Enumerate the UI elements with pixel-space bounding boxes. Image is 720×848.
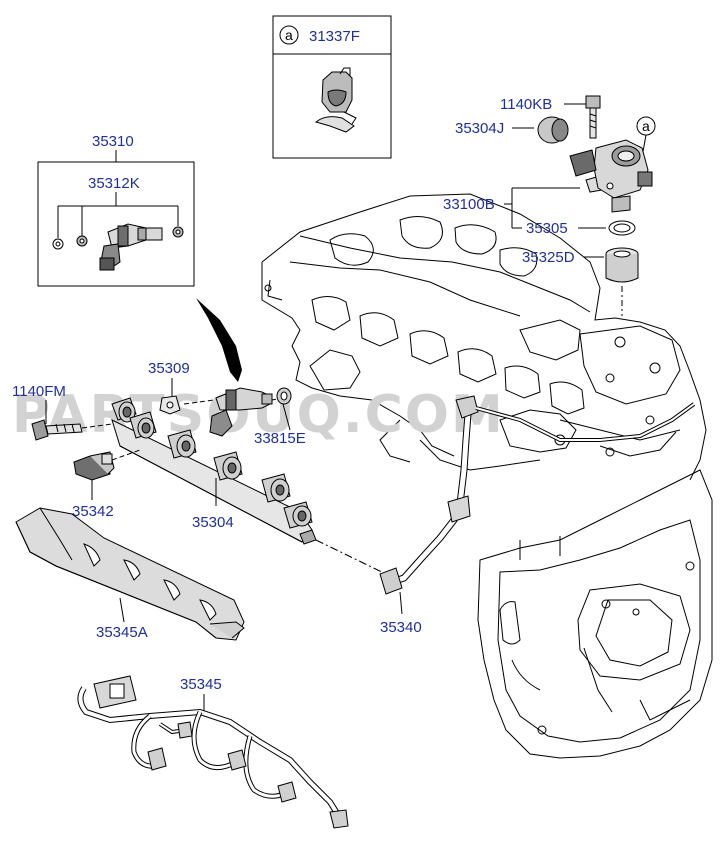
circle-a-box-label: a [285, 27, 293, 43]
part-label-35305[interactable]: 35305 [526, 220, 568, 237]
part-label-35345[interactable]: 35345 [180, 676, 222, 693]
o-ring-35305 [608, 220, 636, 236]
fuel-rail-35304 [111, 397, 317, 545]
part-label-31337F[interactable]: 31337F [309, 28, 360, 45]
part-label-35342[interactable]: 35342 [72, 503, 114, 520]
bolt-1140FM [31, 419, 83, 441]
tappet-35325D [605, 247, 639, 283]
part-label-33100B[interactable]: 33100B [443, 196, 495, 213]
circle-a-pump-label: a [642, 118, 650, 134]
callout-box-31337F: a 31337F [272, 15, 392, 159]
wiring-harness-35345 [77, 686, 343, 820]
part-label-35340[interactable]: 35340 [380, 619, 422, 636]
fuel-injector-installed [209, 387, 283, 437]
bolt-1140KB [585, 95, 601, 139]
fuel-injector-part [99, 223, 163, 271]
part-label-35310[interactable]: 35310 [92, 133, 134, 150]
direction-pointer-arrow [196, 298, 242, 382]
part-label-1140FM[interactable]: 1140FM [12, 383, 66, 400]
part-label-35345A[interactable]: 35345A [96, 624, 148, 641]
clip-bracket-part [314, 67, 357, 133]
injector-seal-rings [52, 226, 184, 250]
transmission-housing-outline [477, 469, 713, 759]
pressure-sensor-35342 [73, 451, 115, 481]
high-pressure-pipe-35340 [379, 395, 696, 595]
part-label-35304[interactable]: 35304 [192, 514, 234, 531]
part-label-1140KB[interactable]: 1140KB [500, 96, 552, 113]
seal-35304J [537, 116, 569, 144]
harness-connectors [93, 675, 349, 829]
part-label-35309[interactable]: 35309 [148, 360, 190, 377]
clip-35309 [159, 395, 181, 415]
part-label-35325D[interactable]: 35325D [522, 249, 575, 266]
high-pressure-pump-assembly: 1140KB 35304J a 33100B [443, 95, 656, 316]
seal-ring-33815E [276, 387, 292, 405]
fuel-pump-body [569, 139, 653, 213]
rail-cover-35345A [15, 507, 245, 641]
callout-box-35310: 35310 35312K [37, 133, 195, 287]
part-label-33815E[interactable]: 33815E [254, 430, 306, 447]
part-label-35304J[interactable]: 35304J [455, 120, 504, 137]
part-label-35312K[interactable]: 35312K [88, 175, 140, 192]
